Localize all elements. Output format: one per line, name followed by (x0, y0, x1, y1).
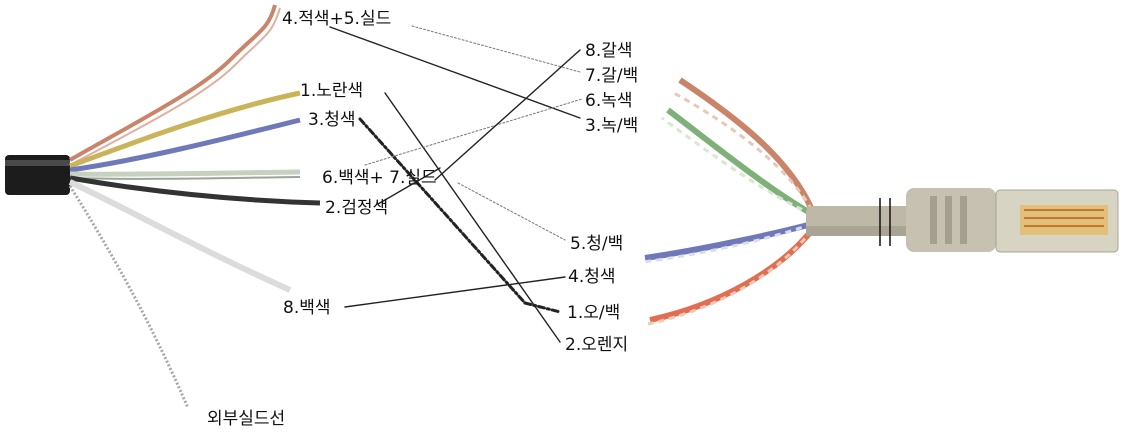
rj45-contact-lines (1024, 209, 1104, 227)
conn-red-shield-to-green-white (329, 26, 581, 119)
label-blue-left: 3.청색 (308, 110, 356, 130)
pair-orange (649, 228, 815, 323)
wire-white-shield-strands (71, 176, 301, 180)
conn-black-to-brown (377, 167, 441, 205)
labels: 4.적색+5.실드 1.노란색 3.청색 6.백색+ 7.실드 2.검정색 8.… (207, 9, 638, 429)
conn-white-shield-to-blue-white (457, 182, 566, 241)
wire-outer-shield (68, 185, 190, 409)
label-orange-white: 1.오/백 (567, 303, 620, 323)
label-white: 8.백색 (283, 298, 331, 318)
right-cable (642, 77, 1119, 326)
wire-white-shield (69, 169, 301, 177)
conn-yellow-to-orange (384, 92, 561, 343)
conn-white-shield-to-brown (434, 49, 581, 181)
plug-boot-ribs (930, 196, 967, 244)
conn-white-shield-to-green (364, 98, 583, 166)
connection-lines (329, 25, 583, 343)
label-red-shield: 4.적색+5.실드 (282, 9, 391, 29)
wire-yellow (69, 90, 301, 169)
label-blue-white: 5.청/백 (570, 234, 623, 254)
label-black: 2.검정색 (325, 198, 388, 218)
pair-green-white (661, 116, 813, 216)
label-yellow: 1.노란색 (300, 81, 363, 101)
label-blue-right: 4.청색 (568, 267, 616, 287)
conn-blue-to-blue (358, 117, 527, 305)
pair-brown-white (671, 90, 814, 211)
cable-jacket-highlight (5, 160, 70, 166)
wire-red-shield (69, 4, 277, 162)
conn-blue-to-blue-end (523, 301, 562, 314)
label-green-white: 3.녹/백 (585, 116, 638, 136)
wire-white (68, 179, 292, 293)
wire-blue (69, 117, 301, 173)
left-cable (5, 4, 321, 409)
pair-orange-white (647, 229, 814, 326)
pair-brown (678, 77, 815, 212)
label-green: 6.녹색 (585, 91, 633, 111)
conn-white-to-blue (344, 276, 566, 308)
wire-red-shield-strands (71, 7, 281, 165)
label-outer-shield: 외부실드선 (207, 409, 285, 429)
pair-green (666, 107, 814, 217)
label-orange: 2.오렌지 (565, 335, 628, 355)
label-brown-white: 7.갈/백 (585, 66, 638, 86)
wire-black (69, 175, 321, 206)
label-brown: 8.갈색 (585, 41, 633, 61)
cable-sheath-shade (806, 226, 918, 236)
conn-red-shield-to-brown-white (411, 25, 581, 73)
label-white-shield: 6.백색+ 7.실드 (322, 168, 437, 188)
